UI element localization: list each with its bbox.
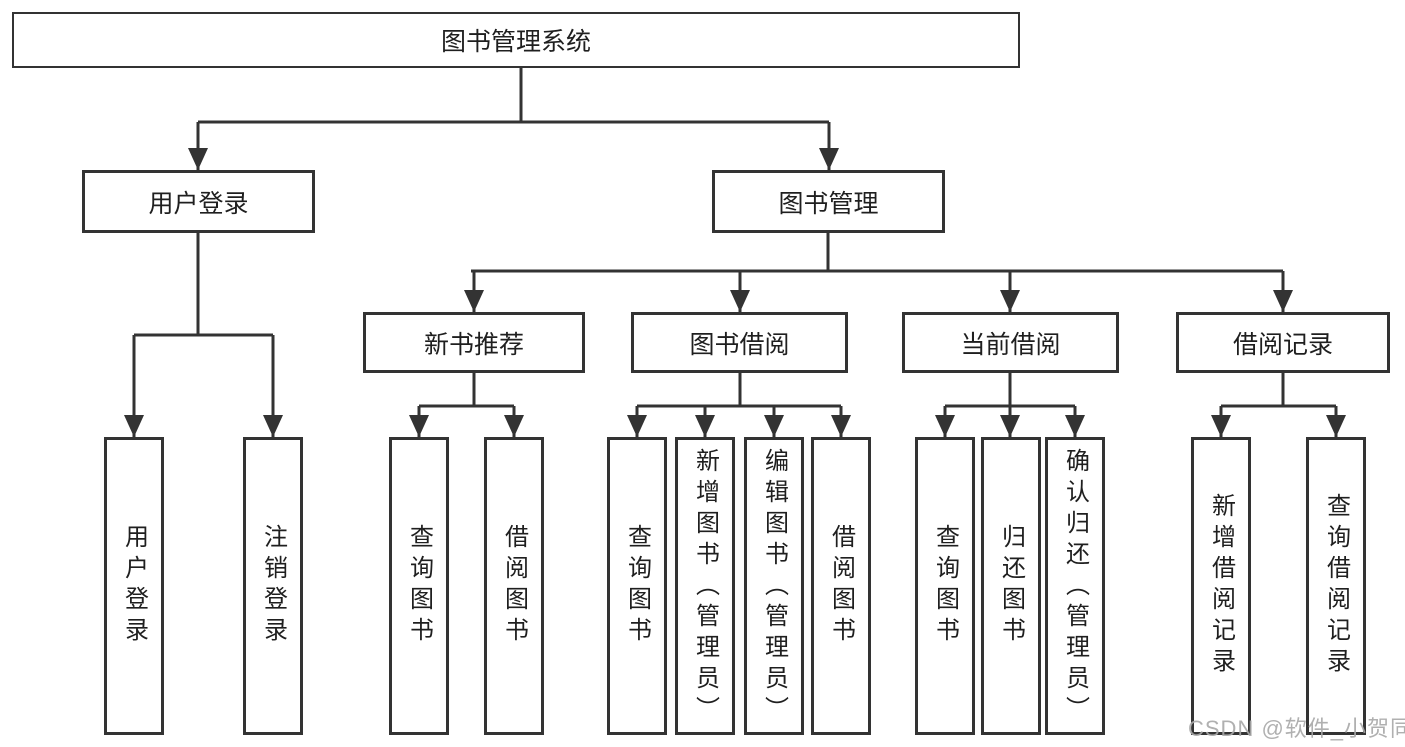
csdn-watermark: CSDN @软件_小贺同学 <box>1188 716 1405 741</box>
leaf-borrow-book: 借阅图书 <box>811 437 871 735</box>
leaf-query-book-current: 查询图书 <box>915 437 975 735</box>
arrowheads <box>124 148 1346 437</box>
node-user-login: 用户登录 <box>82 170 315 233</box>
leaf-borrow-book-recommend: 借阅图书 <box>484 437 544 735</box>
node-book-borrow: 图书借阅 <box>631 312 848 373</box>
leaf-query-book-recommend: 查询图书 <box>389 437 449 735</box>
node-library-management-system: 图书管理系统 <box>12 12 1020 68</box>
leaf-confirm-return-admin: 确认归还（管理员） <box>1045 437 1105 735</box>
leaf-logout: 注销登录 <box>243 437 303 735</box>
node-current-borrow: 当前借阅 <box>902 312 1119 373</box>
node-new-book-recommend: 新书推荐 <box>363 312 585 373</box>
leaf-query-borrow-record: 查询借阅记录 <box>1306 437 1366 735</box>
leaf-query-book-borrow: 查询图书 <box>607 437 667 735</box>
node-borrow-records: 借阅记录 <box>1176 312 1390 373</box>
connector-path <box>132 68 1338 437</box>
node-book-management: 图书管理 <box>712 170 945 233</box>
leaf-add-book-admin: 新增图书（管理员） <box>675 437 735 735</box>
leaf-edit-book-admin: 编辑图书（管理员） <box>744 437 804 735</box>
leaf-return-book: 归还图书 <box>981 437 1041 735</box>
leaf-add-borrow-record: 新增借阅记录 <box>1191 437 1251 735</box>
leaf-user-login: 用户登录 <box>104 437 164 735</box>
